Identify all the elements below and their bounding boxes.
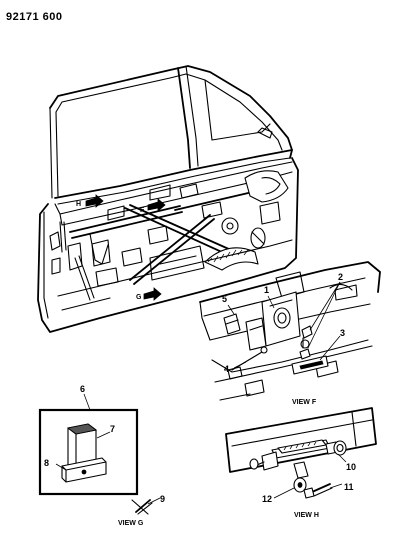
callout-9: 9: [160, 494, 165, 504]
callout-4: 4: [224, 364, 229, 374]
callout-8: 8: [44, 458, 49, 468]
reference-letter-f: F: [140, 207, 145, 214]
reference-arrow-g: G: [136, 287, 162, 301]
callout-11: 11: [344, 482, 354, 492]
view-f-detail: 5 1 2 3 4 VIEW F: [199, 261, 381, 406]
callout-7: 7: [110, 424, 115, 434]
callout-5: 5: [222, 294, 227, 304]
callout-2: 2: [338, 272, 343, 282]
view-g-inset-box: [38, 408, 139, 496]
reference-arrow-h: H: [76, 194, 104, 208]
callout-12: 12: [262, 494, 272, 504]
view-f-label: VIEW F: [292, 399, 317, 406]
door-assembly: H F G: [37, 65, 299, 333]
callout-1: 1: [264, 285, 269, 295]
callout-10: 10: [346, 462, 356, 472]
view-h-detail: 10 11 12 VIEW H: [225, 407, 377, 519]
reference-letter-h: H: [76, 201, 81, 208]
reference-letter-g: G: [136, 294, 142, 301]
reference-arrow-f: F: [140, 198, 166, 214]
callout-3: 3: [340, 328, 345, 338]
view-g-detail: 6 7 8 9 VIEW G: [38, 384, 165, 527]
view-g-label: VIEW G: [118, 520, 144, 527]
document-number: 92171 600: [6, 11, 63, 23]
view-h-label: VIEW H: [294, 512, 319, 519]
callout-6: 6: [80, 384, 85, 394]
